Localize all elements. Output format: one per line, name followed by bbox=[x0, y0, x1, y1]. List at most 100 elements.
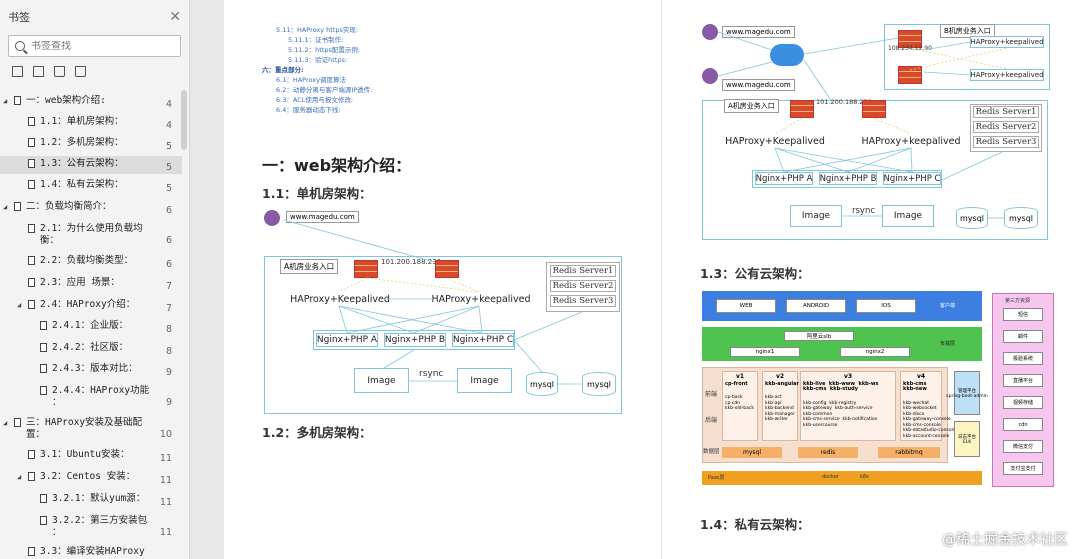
third-party-item: 邮件 bbox=[1003, 330, 1043, 343]
expand-all-icon[interactable] bbox=[12, 66, 23, 77]
toc-line[interactable]: 5.11.3：验证https: bbox=[288, 56, 348, 64]
toc-line[interactable]: 6.1：HAProxy调度算法 bbox=[276, 76, 346, 84]
client-android: ANDROID bbox=[786, 299, 846, 313]
bookmark-item[interactable]: 1.3：公有云架构：5 bbox=[0, 156, 182, 174]
third-party-item: 直播平台 bbox=[1003, 374, 1043, 387]
user-icon bbox=[702, 24, 718, 40]
expand-arrow-icon[interactable]: ◢ bbox=[3, 203, 8, 211]
bookmark-item[interactable]: 3.2.1：默认yum源：11 bbox=[0, 491, 182, 509]
bookmark-item[interactable]: 2.3：应用 场景：7 bbox=[0, 275, 182, 293]
nginx-php-c: Nginx+PHP C bbox=[452, 333, 514, 347]
bookmark-label: 2.4.1：企业版： bbox=[52, 320, 129, 331]
bookmark-item[interactable]: 2.1：为什么使用负载均 衡： 6 bbox=[0, 221, 182, 246]
backend-service: kkb-wechat kkb-websocket kkb-disco kkb-g… bbox=[903, 400, 956, 439]
diagram-url-2: www.magedu.com bbox=[722, 79, 795, 91]
bookmark-page-icon bbox=[40, 494, 47, 503]
bookmark-search-input[interactable] bbox=[31, 40, 171, 52]
haproxy-node-1: HAProxy+Keepalived bbox=[290, 292, 390, 307]
bookmark-label: 3.2：Centos 安装： bbox=[40, 471, 136, 482]
bookmark-item[interactable]: ◢2.4：HAProxy介绍：7 bbox=[0, 297, 182, 315]
collapse-all-icon[interactable] bbox=[33, 66, 44, 77]
bookmark-page-number: 7 bbox=[165, 303, 172, 314]
bookmark-page-number: 6 bbox=[165, 235, 172, 246]
section-heading-1-2: 1.2：多机房架构： bbox=[262, 425, 372, 440]
add-bookmark-icon[interactable] bbox=[54, 66, 65, 77]
bookmark-item[interactable]: ◢二：负载均衡简介：6 bbox=[0, 199, 182, 217]
bookmark-item[interactable]: ◢一：web架构介绍:4 bbox=[0, 93, 182, 111]
bookmark-item[interactable]: 3.3：编译安装HAProxy bbox=[0, 544, 182, 559]
sidebar-title: 书签 bbox=[8, 11, 30, 24]
expand-arrow-icon[interactable]: ◢ bbox=[17, 301, 22, 309]
section-heading-1-4: 1.4：私有云架构： bbox=[700, 517, 810, 532]
vip-label: 101.200.188.230 bbox=[381, 258, 442, 266]
bookmark-page-number: 11 bbox=[159, 497, 172, 508]
close-icon[interactable]: ✕ bbox=[169, 9, 181, 25]
backend-service: kkb-config kkb-registry kkb-gateway kkb-… bbox=[803, 400, 878, 428]
bookmark-page-number: 8 bbox=[165, 346, 172, 357]
bookmark-item[interactable]: 3.2.2：第三方安装包 ： 11 bbox=[0, 513, 182, 538]
frontend-service: kkb-live kkb-www kkb-wx kkb-cms kkb-stud… bbox=[803, 380, 879, 392]
client-ios: IOS bbox=[856, 299, 916, 313]
nginx1-box: nginx1 bbox=[730, 347, 800, 357]
toc-line[interactable]: 5.11.2：https配置示例: bbox=[288, 46, 361, 54]
diagram-connectors bbox=[283, 219, 583, 385]
toc-line[interactable]: 6.3：ACL使用与报文修改: bbox=[276, 96, 354, 104]
bookmark-item[interactable]: 2.4.1：企业版：8 bbox=[0, 318, 182, 336]
third-party-item: 微信支付 bbox=[1003, 440, 1043, 453]
expand-arrow-icon[interactable]: ◢ bbox=[3, 97, 8, 105]
bookmark-item[interactable]: 3.1：Ubuntu安装：11 bbox=[0, 447, 182, 465]
mysql-db-2: mysql bbox=[582, 372, 616, 396]
bookmark-item[interactable]: 1.4：私有云架构：5 bbox=[0, 177, 182, 195]
bookmark-page-icon bbox=[28, 278, 35, 287]
expand-arrow-icon[interactable]: ◢ bbox=[3, 419, 8, 427]
bookmark-page-icon bbox=[40, 321, 47, 330]
bookmark-page-number: 4 bbox=[165, 99, 172, 110]
bookmark-item[interactable]: 1.1：单机房架构：4 bbox=[0, 114, 182, 132]
toc-line[interactable]: 6.2：动静分离与客户端源IP透传: bbox=[276, 86, 373, 94]
bookmark-search[interactable] bbox=[8, 35, 181, 57]
bookmark-page-number: 9 bbox=[165, 367, 172, 378]
dc-a-redis-1: Redis Server1 bbox=[973, 106, 1039, 118]
frontend-service: kkb-cms kkb-new bbox=[903, 380, 927, 392]
bookmark-item[interactable]: 1.2：多机房架构：5 bbox=[0, 135, 182, 153]
image-node-2: Image bbox=[457, 368, 512, 393]
nginx-php-a: Nginx+PHP A bbox=[316, 333, 378, 347]
bookmark-page-number: 11 bbox=[159, 453, 172, 464]
dc-a-haproxy-2: HAProxy+keepalived bbox=[861, 134, 961, 148]
bookmark-label: 1.3：公有云架构： bbox=[40, 158, 124, 169]
bookmark-item[interactable]: 2.2：负载均衡类型：6 bbox=[0, 253, 182, 271]
bookmark-item[interactable]: ◢3.2：Centos 安装：11 bbox=[0, 469, 182, 487]
bookmark-page-icon bbox=[40, 343, 47, 352]
diagram-url: www.magedu.com bbox=[286, 211, 359, 223]
toc-line[interactable]: 5.11：HAProxy https实现: bbox=[276, 26, 359, 34]
bookmark-label: 2.1：为什么使用负载均 衡： bbox=[40, 223, 143, 246]
dc-a-image-2: Image bbox=[882, 205, 934, 227]
section-heading-1-3: 1.3：公有云架构： bbox=[700, 266, 810, 281]
bookmark-icon[interactable] bbox=[75, 66, 86, 77]
bookmark-label: 3.2.2：第三方安装包 ： bbox=[52, 515, 148, 538]
redis-server-2: Redis Server2 bbox=[550, 280, 616, 292]
bookmark-label: 2.4.4：HAProxy功能 ： bbox=[52, 385, 150, 408]
dc-a-image-1: Image bbox=[790, 205, 842, 227]
bookmark-item[interactable]: 2.4.3：版本对比：9 bbox=[0, 361, 182, 379]
firewall-icon bbox=[862, 100, 886, 118]
dc-a-entry: A机房业务入口 bbox=[724, 99, 779, 113]
bookmark-page-icon bbox=[40, 386, 47, 395]
bookmark-item[interactable]: 2.4.4：HAProxy功能 ：9 bbox=[0, 383, 182, 408]
sidebar-scrollbar[interactable] bbox=[181, 90, 187, 150]
bookmark-page-number: 5 bbox=[165, 183, 172, 194]
bookmark-page-number: 11 bbox=[159, 527, 172, 538]
bookmark-item[interactable]: ◢三：HAProxy安装及基础配 置：10 bbox=[0, 415, 182, 440]
rsync-label: rsync bbox=[419, 369, 444, 379]
version-label: v4 bbox=[916, 373, 926, 380]
third-party-item: 短信 bbox=[1003, 308, 1043, 321]
section-heading-1-1: 1.1：单机房架构： bbox=[262, 186, 372, 201]
image-node-1: Image bbox=[354, 368, 409, 393]
toc-line[interactable]: 5.11.1：证书制作: bbox=[288, 36, 344, 44]
dc-a-ip: 101.200.188.230 bbox=[816, 98, 872, 106]
bookmark-item[interactable]: 2.4.2：社区版：8 bbox=[0, 340, 182, 358]
toc-line[interactable]: 六：重点部分: bbox=[262, 66, 304, 74]
toc-line[interactable]: 6.4：服务器动态下线: bbox=[276, 106, 341, 114]
expand-arrow-icon[interactable]: ◢ bbox=[17, 473, 22, 481]
bookmark-label: 1.2：多机房架构： bbox=[40, 137, 124, 148]
